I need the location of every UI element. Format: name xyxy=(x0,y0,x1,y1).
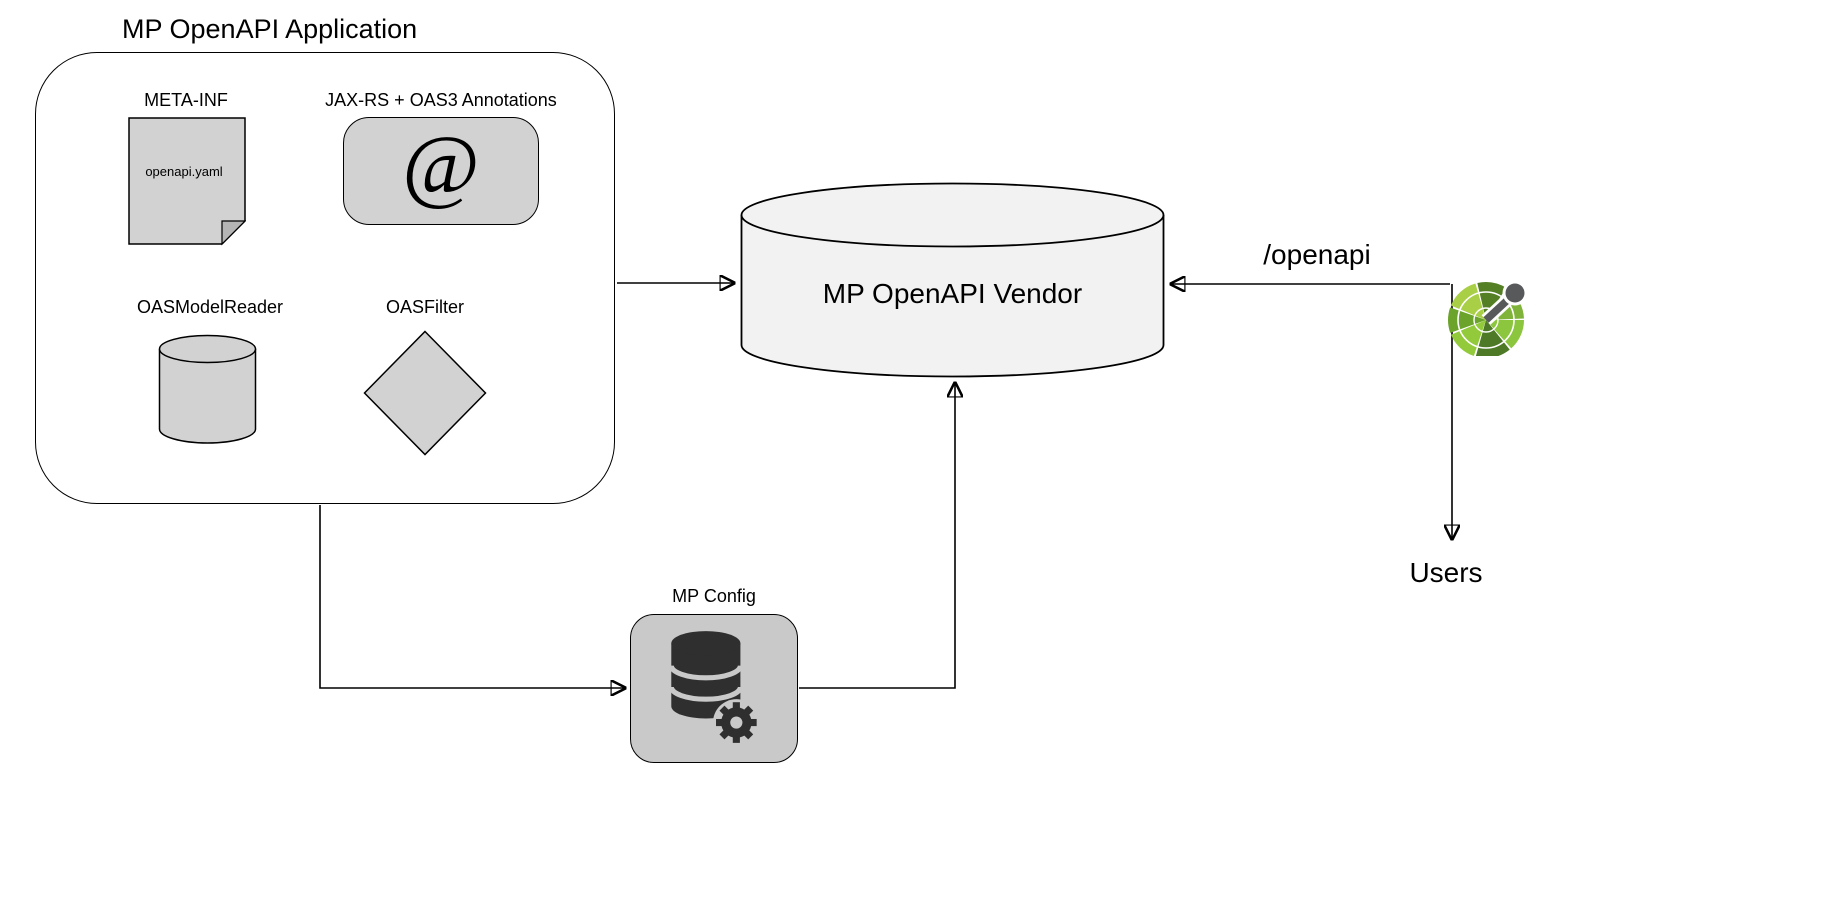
document-icon xyxy=(128,117,247,246)
database-stack xyxy=(668,631,743,719)
model-reader-cylinder-icon xyxy=(158,334,258,446)
meta-inf-label: META-INF xyxy=(144,90,228,110)
annotations-label: JAX-RS + OAS3 Annotations xyxy=(325,90,557,110)
mp-config-node xyxy=(630,614,798,763)
arrow-app-to-config xyxy=(319,505,624,688)
at-symbol: @ xyxy=(402,119,480,212)
openapi-yaml-filename: openapi.yaml xyxy=(145,164,223,179)
openapi-logo-icon xyxy=(1444,268,1532,358)
openapi-endpoint-label: /openapi xyxy=(1263,239,1371,270)
logo-handle xyxy=(1481,280,1528,325)
folded-corner xyxy=(221,220,247,246)
database-cylinder-icon xyxy=(740,182,1165,378)
mp-config-label: MP Config xyxy=(672,586,756,606)
diagram-title: MP OpenAPI Application xyxy=(122,14,418,44)
at-annotation-icon: @ xyxy=(343,117,539,225)
arrow-config-to-vendor xyxy=(799,384,955,689)
filter-diamond-icon xyxy=(363,330,487,456)
model-reader-label: OASModelReader xyxy=(136,297,284,317)
vendor-label: MP OpenAPI Vendor xyxy=(822,278,1083,309)
users-label: Users xyxy=(1409,557,1483,588)
logo-segments xyxy=(1448,282,1524,358)
vendor-node: MP OpenAPI Vendor xyxy=(740,182,1165,378)
gear-icon xyxy=(712,699,760,746)
database-gear-icon xyxy=(668,631,760,746)
filter-label: OASFilter xyxy=(385,297,464,317)
